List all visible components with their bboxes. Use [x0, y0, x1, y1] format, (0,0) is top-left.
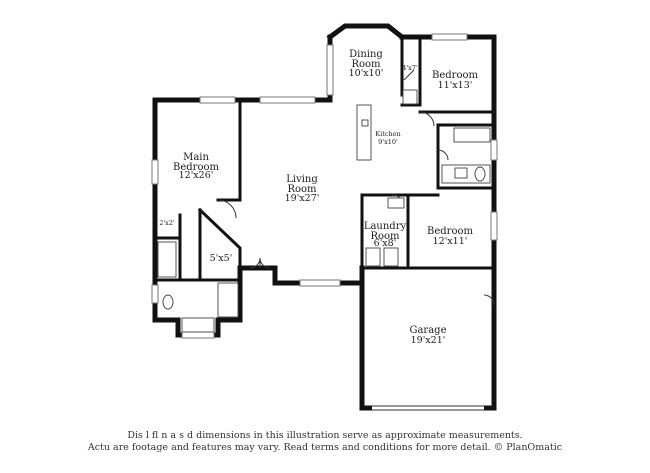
main-bedroom-dim: 12'x26': [179, 170, 214, 181]
garage-label: Garage: [409, 325, 446, 336]
garage-dim: 19'x21': [411, 335, 446, 346]
bedroom-e-label: Bedroom: [427, 226, 473, 237]
living-room-dim: 19'x27': [285, 193, 320, 204]
garage-door: [372, 405, 484, 411]
closet-4x7-dim: 4'x7': [402, 64, 418, 72]
dining-room-dim: 10'x10': [349, 68, 384, 79]
bedroom-ne-label: Bedroom: [432, 70, 478, 81]
closet-2x2-dim: 2'x2': [159, 219, 175, 227]
kitchen-label: Kitchen: [375, 130, 400, 138]
kitchen-dim: 9'x10': [378, 138, 398, 146]
laundry-room-dim: 6'x8': [374, 238, 397, 249]
disclaimer-line-1: Dis l fl n a s d dimensions in this illu…: [127, 430, 523, 441]
bedroom-e-dim: 12'x11': [433, 236, 468, 247]
windows: [151, 33, 498, 339]
fixtures: [157, 89, 491, 333]
bedroom-ne-dim: 11'x13': [438, 80, 473, 91]
disclaimer-line-2: Actu are footage and features may vary. …: [87, 442, 563, 453]
closet-5x5-dim: 5'x5': [210, 253, 233, 264]
interior-walls: [153, 35, 496, 282]
